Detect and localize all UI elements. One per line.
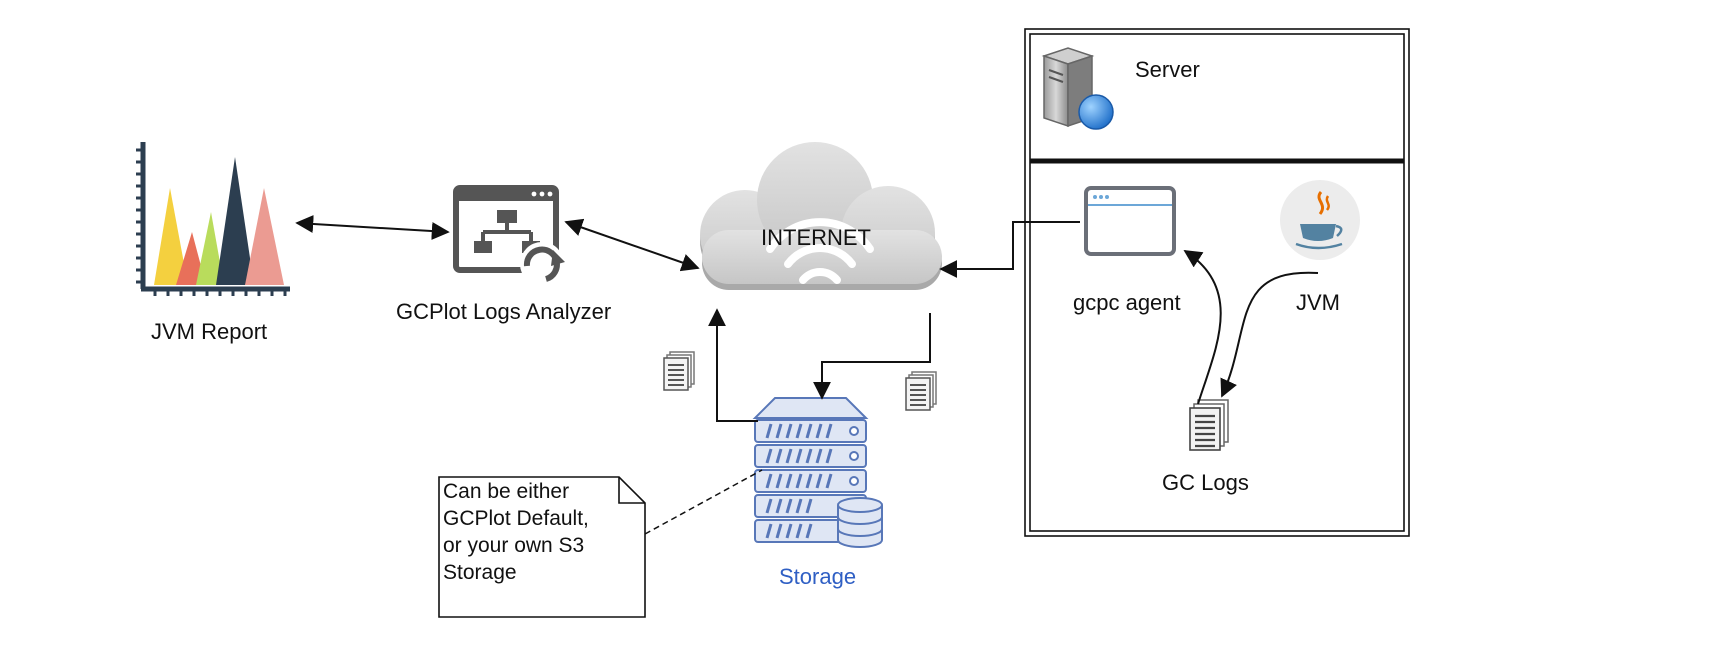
analyzer-internet-arrow bbox=[564, 218, 700, 272]
report-analyzer-arrow bbox=[295, 214, 450, 241]
storage-internet-arrow bbox=[708, 308, 758, 422]
internet-label: INTERNET bbox=[761, 225, 871, 250]
server-label: Server bbox=[1135, 57, 1200, 82]
server-frame bbox=[1024, 28, 1410, 537]
note-text: Can be either GCPlot Default, or your ow… bbox=[443, 478, 633, 586]
browser-window-icon bbox=[1084, 186, 1176, 256]
document-stack-icon bbox=[663, 351, 695, 391]
cloud-wifi-icon bbox=[700, 142, 942, 290]
jvm-label: JVM bbox=[1296, 290, 1340, 315]
jvm-report-label: JVM Report bbox=[151, 319, 268, 344]
document-stack-icon bbox=[1189, 399, 1229, 451]
note-box bbox=[438, 476, 646, 618]
server-rack-database-icon bbox=[752, 397, 883, 548]
gcpc-agent-label: gcpc agent bbox=[1073, 290, 1181, 315]
internet-storage-arrow bbox=[813, 313, 931, 400]
connectors bbox=[295, 214, 1319, 422]
storage-label: Storage bbox=[779, 564, 857, 589]
agent-internet-arrow bbox=[939, 221, 1080, 278]
jvm-logs-arrow bbox=[1220, 271, 1319, 398]
note-line: Can be either bbox=[443, 480, 570, 503]
java-cup-icon bbox=[1280, 180, 1360, 260]
note-line: or your own S3 bbox=[443, 534, 585, 557]
area-chart-icon bbox=[136, 142, 290, 296]
note-line: Storage bbox=[443, 561, 517, 584]
gc-logs-label: GC Logs bbox=[1162, 470, 1249, 495]
note-line: GCPlot Default, bbox=[443, 507, 589, 530]
analyzer-label: GCPlot Logs Analyzer bbox=[396, 299, 612, 324]
app-window-refresh-icon bbox=[453, 185, 565, 286]
logs-agent-arrow bbox=[1183, 250, 1222, 405]
server-globe-icon bbox=[1041, 47, 1114, 130]
document-stack-icon bbox=[905, 371, 937, 411]
note-connector bbox=[644, 469, 763, 535]
